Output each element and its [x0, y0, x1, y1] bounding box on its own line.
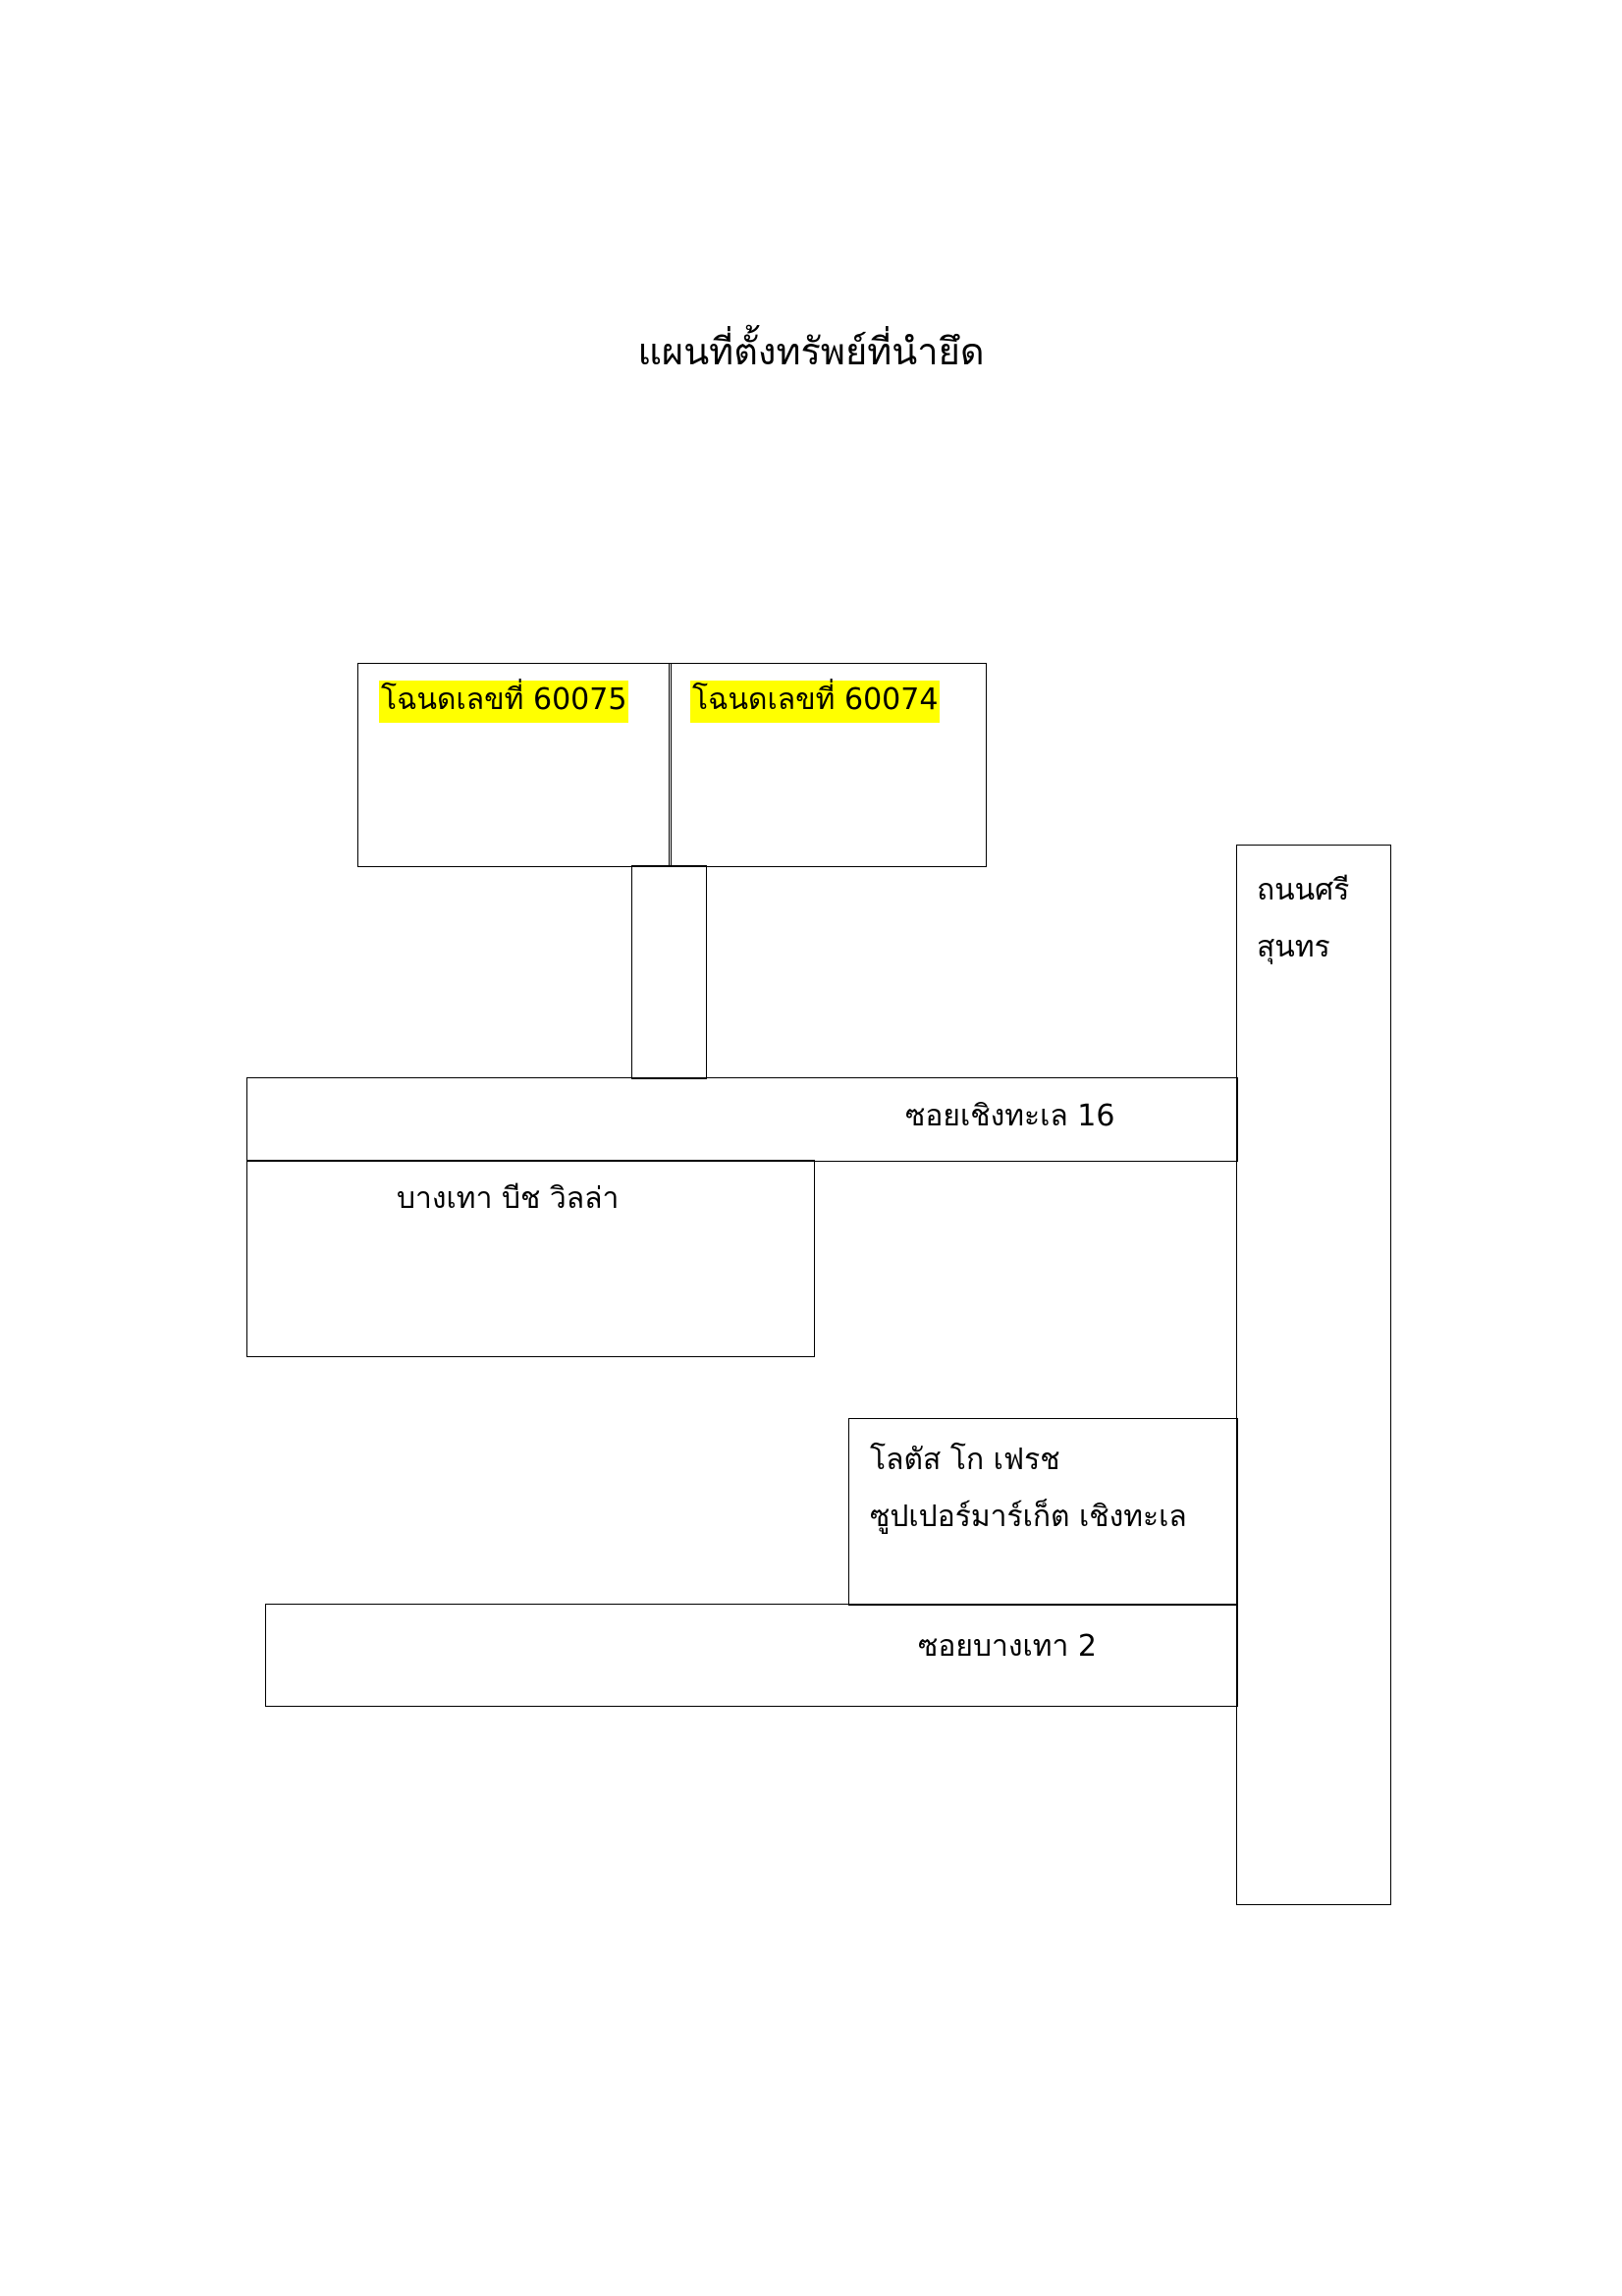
road-label-soi-16: ซอยเชิงทะเล 16	[905, 1099, 1115, 1133]
landmark-label-bang-tao-beach-villa: บางเทา บีช วิลล่า	[397, 1181, 620, 1216]
plot-label-60075: โฉนดเลขที่ 60075	[379, 681, 629, 723]
road-label-line-2: สุนทร	[1257, 930, 1330, 964]
landmark-label-lotus: โลตัส โก เฟรช ซูปเปอร์มาร์เก็ต เชิงทะเล	[870, 1432, 1187, 1546]
road-label-soi-bang-tao-2: ซอยบางเทา 2	[918, 1629, 1097, 1664]
land-plot-60074	[669, 663, 987, 867]
landmark-lotus-go-fresh	[848, 1418, 1238, 1606]
road-soi-bang-tao-2	[265, 1604, 1238, 1707]
landmark-bang-tao-beach-villa	[246, 1160, 815, 1357]
road-soi-choeng-thale-16	[246, 1077, 1238, 1162]
landmark-label-line-1: โลตัส โก เฟรช	[870, 1443, 1060, 1477]
landmark-label-line-2: ซูปเปอร์มาร์เก็ต เชิงทะเล	[870, 1500, 1187, 1534]
map-title: แผนที่ตั้งทรัพย์ที่นำยึด	[637, 330, 985, 373]
plot-label-60074: โฉนดเลขที่ 60074	[690, 681, 941, 723]
deed-highlight: โฉนดเลขที่ 60075	[379, 681, 629, 723]
road-label-line-1: ถนนศรี	[1257, 873, 1350, 907]
land-plot-60075	[357, 663, 672, 867]
access-lane	[631, 865, 707, 1079]
road-srisunthon	[1236, 845, 1391, 1905]
deed-highlight: โฉนดเลขที่ 60074	[690, 681, 941, 723]
road-label-srisunthon: ถนนศรี สุนทร	[1257, 862, 1349, 976]
